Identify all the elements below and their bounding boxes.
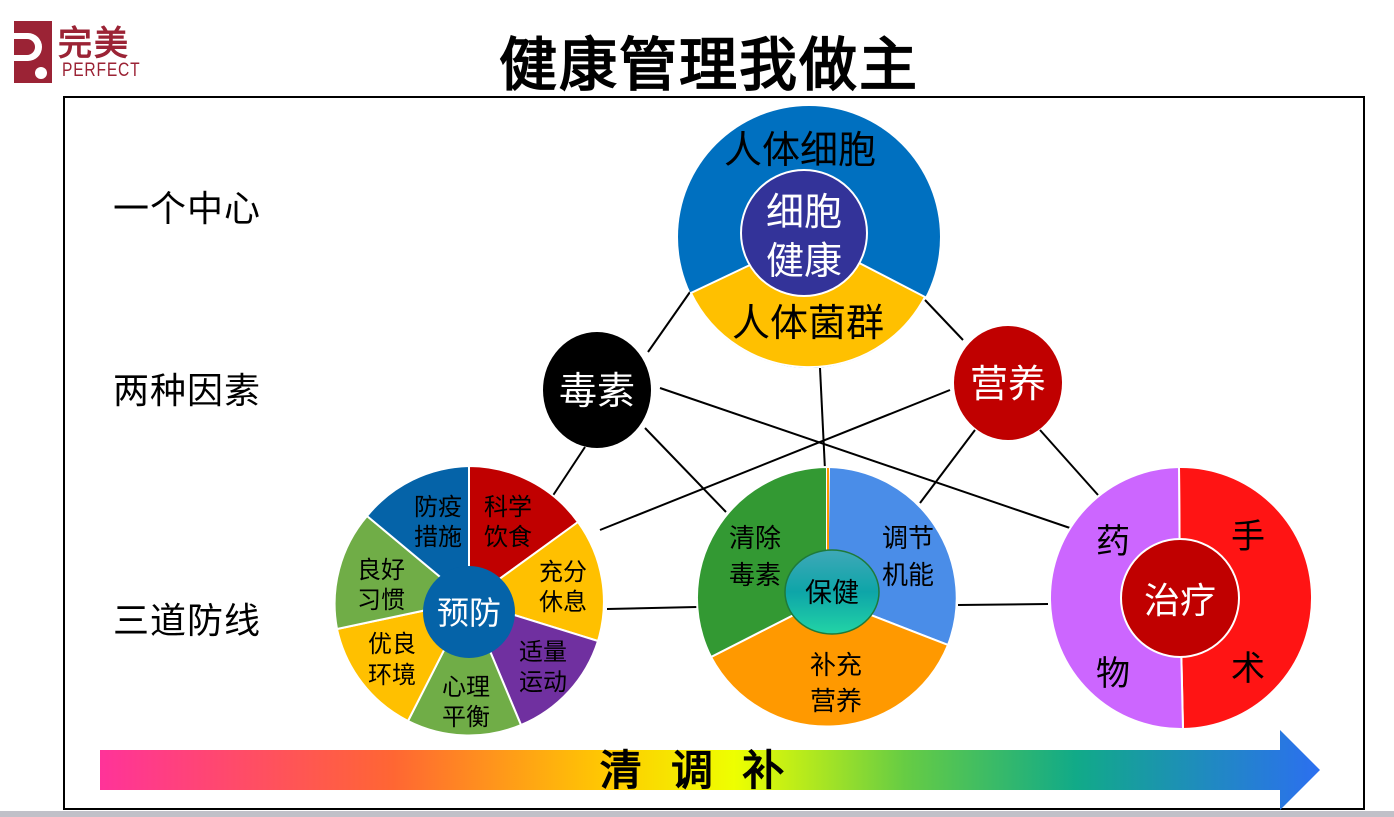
prevention-seg-1-line1: 科学 (484, 493, 532, 521)
label-three-lines: 三道防线 (113, 601, 262, 642)
healthcare-seg-1-line1: 调节 (882, 524, 934, 554)
factor-nutrition: 营养 (954, 326, 1062, 440)
center-inner-circle (740, 169, 868, 297)
healthcare-center (784, 549, 880, 635)
logo-chinese-text: 完美 (58, 24, 130, 64)
diagram-frame (63, 96, 1365, 810)
toxin-label: 毒素 (559, 369, 635, 413)
prevention-seg-6-line2: 习惯 (357, 586, 405, 614)
treatment-center-label: 治疗 (1144, 581, 1216, 622)
segment-diet (468, 464, 580, 603)
prevention-seg-3-line2: 运动 (519, 668, 567, 696)
treatment-pie (1049, 465, 1313, 731)
prevention-seg-3-line1: 适量 (519, 638, 567, 666)
healthcare-seg-2-line2: 营养 (810, 687, 862, 717)
prevention-seg-2-line1: 充分 (539, 558, 587, 586)
logo-english-text: PERFECT (62, 60, 141, 81)
healthcare-seg-3-line1: 清除 (729, 524, 781, 554)
center-inner-line2: 健康 (766, 239, 842, 283)
logo-p-mark-icon (14, 21, 52, 83)
healthcare-seg-3-line2: 毒素 (729, 561, 781, 591)
prevention-seg-7-line1: 防疫 (414, 493, 462, 521)
center-inner-line1: 细胞 (766, 190, 842, 234)
nutrition-label: 营养 (970, 362, 1046, 406)
healthcare-center-label: 保健 (805, 578, 859, 609)
arrow-label: 清 调 补 (600, 746, 785, 795)
factor-toxin: 毒素 (543, 332, 651, 448)
segment-medicine (1049, 465, 1185, 731)
label-one-center: 一个中心 (113, 189, 262, 230)
prevention-center (423, 566, 515, 658)
segment-epidemic (365, 464, 470, 604)
prevention-seg-2-line2: 休息 (539, 588, 587, 616)
healthcare-seg-1-line2: 机能 (882, 561, 934, 591)
segment-surgery (1177, 465, 1313, 731)
page-title: 健康管理我做主 (498, 31, 919, 99)
progress-arrow: 清 调 补 (100, 730, 1320, 810)
prevention-center-label: 预防 (437, 594, 501, 632)
treatment-seg-1-line2: 术 (1231, 649, 1265, 689)
prevention-seg-5-line1: 优良 (368, 630, 416, 658)
center-circle-human-cells: 人体细胞 人体菌群 细胞 健康 (678, 106, 940, 369)
treatment-seg-2-line2: 物 (1096, 654, 1130, 694)
perfect-logo: 完美 PERFECT (12, 18, 147, 86)
prevention-seg-7-line2: 措施 (414, 523, 462, 551)
segment-mental (406, 598, 523, 737)
treatment-center (1120, 538, 1240, 658)
prevention-seg-4-line2: 平衡 (442, 703, 490, 731)
center-outer-top-label: 人体细胞 (724, 128, 876, 172)
prevention-seg-6-line1: 良好 (357, 556, 405, 584)
healthcare-seg-2-line1: 补充 (810, 651, 862, 681)
prevention-seg-1-line2: 饮食 (484, 523, 532, 551)
label-two-factors: 两种因素 (113, 371, 262, 412)
connector-lines (549, 291, 1099, 610)
treatment-seg-1-line1: 手 (1231, 517, 1265, 557)
prevention-seg-4-line1: 心理 (442, 673, 490, 701)
treatment-seg-2-line1: 药 (1096, 522, 1130, 562)
segment-supplement (709, 596, 950, 728)
prevention-seg-5-line2: 环境 (368, 661, 416, 689)
slide-bottom-bar (0, 811, 1394, 817)
center-outer-bottom-label: 人体菌群 (732, 301, 884, 345)
